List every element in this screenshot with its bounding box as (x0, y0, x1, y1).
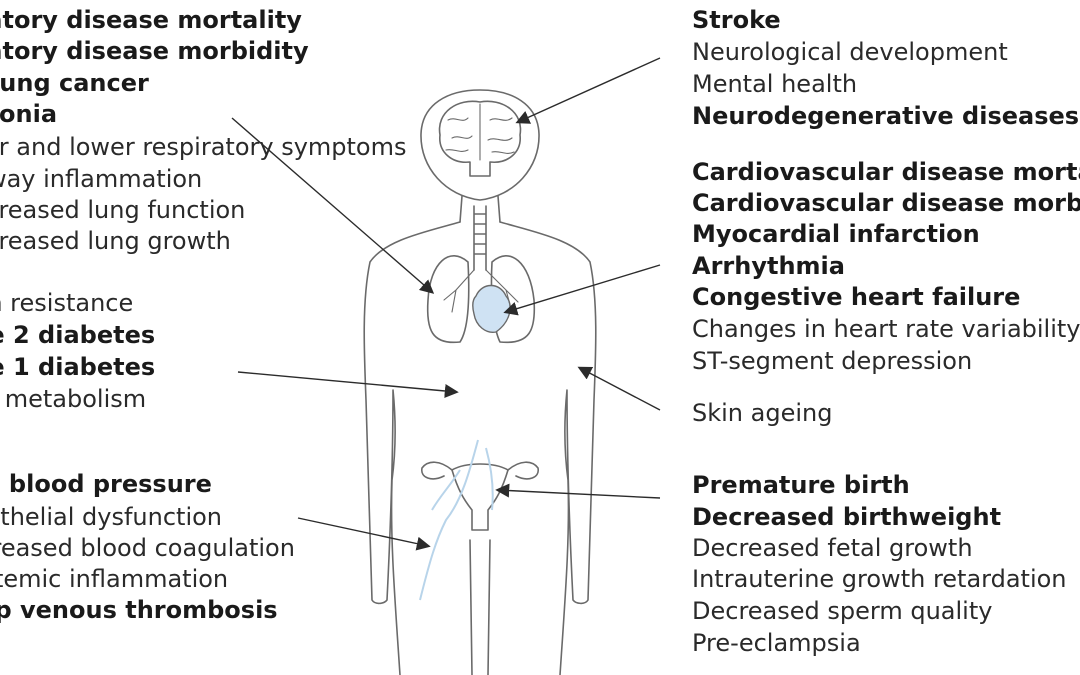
label-line: Increased blood coagulation (0, 534, 295, 562)
label-line: Intrauterine growth retardation (692, 565, 1067, 593)
label-line: Stroke (692, 6, 781, 34)
label-line: Endothelial dysfunction (0, 503, 222, 531)
label-line: ST-segment depression (692, 347, 973, 375)
label-line: Systemic inflammation (0, 565, 229, 593)
label-line: Type 1 diabetes (0, 353, 156, 381)
label-line: Skin ageing (692, 399, 833, 427)
arrow-heart (503, 264, 661, 316)
label-line: Arrhythmia (692, 252, 845, 280)
label-line: Lung cancer (0, 69, 149, 97)
neck-outline (459, 195, 501, 223)
label-line: Changes in heart rate variability (692, 315, 1080, 343)
label-line: Bone metabolism (0, 385, 147, 413)
label-line: Neurodegenerative diseases (692, 102, 1080, 130)
label-line: Decreased fetal growth (692, 534, 973, 562)
left-labels: Respiratory disease mortality Respirator… (0, 0, 440, 675)
trachea (473, 205, 487, 271)
brain-outline (438, 100, 522, 177)
label-line: Respiratory disease mortality (0, 6, 302, 34)
arrow-brain (515, 57, 661, 124)
label-line: Congestive heart failure (692, 283, 1021, 311)
label-line: Decreased sperm quality (692, 597, 993, 625)
label-line: Upper and lower respiratory symptoms (0, 133, 407, 161)
label-line: Cardiovascular disease mortality (692, 158, 1080, 186)
label-line: Myocardial infarction (692, 220, 980, 248)
label-line: Airway inflammation (0, 165, 203, 193)
arrow-skin (577, 366, 661, 411)
label-line: Decreased lung growth (0, 227, 231, 255)
arrow-reproductive (495, 483, 661, 499)
label-line: High blood pressure (0, 470, 212, 498)
label-line: Pneumonia (0, 100, 58, 128)
uterus-outline (451, 463, 509, 531)
inner-leg-outline (469, 539, 491, 675)
label-line: Insulin resistance (0, 289, 134, 317)
label-line: Mental health (692, 70, 858, 98)
label-line: Decreased lung function (0, 196, 246, 224)
label-line: Respiratory disease morbidity (0, 37, 309, 65)
heart (471, 284, 511, 333)
brain-folds (445, 103, 515, 161)
right-lung (490, 255, 536, 344)
label-line: Pre-eclampsia (692, 629, 861, 657)
bronchi (443, 269, 519, 313)
label-line: Cardiovascular disease morbidity (692, 189, 1080, 217)
label-line: Type 2 diabetes (0, 321, 156, 349)
label-line: Deep venous thrombosis (0, 596, 278, 624)
right-labels: Stroke Neurological development Mental h… (692, 0, 1080, 675)
label-line: Decreased birthweight (692, 503, 1002, 531)
label-line: Premature birth (692, 471, 910, 499)
label-line: Neurological development (692, 38, 1008, 66)
